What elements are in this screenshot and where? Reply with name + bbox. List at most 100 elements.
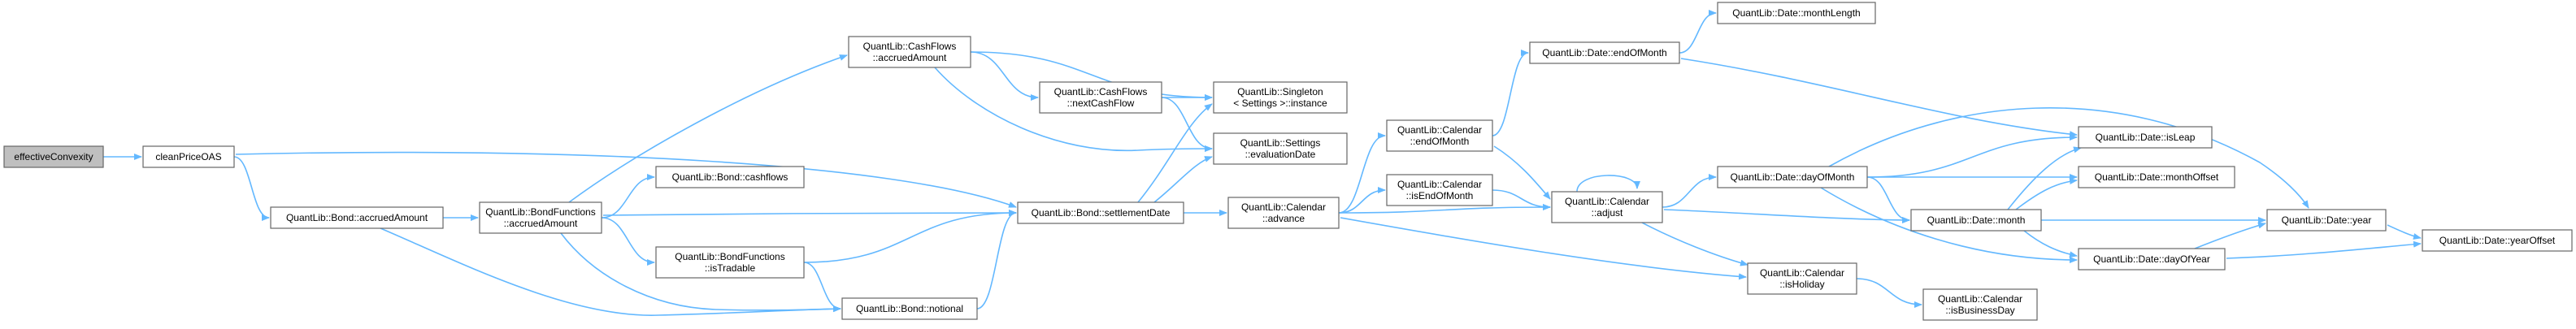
node-box[interactable] [2266, 209, 2387, 232]
edge-line [934, 67, 1213, 153]
edge-line [235, 151, 1017, 208]
node-box[interactable] [1551, 191, 1663, 223]
node-label: QuantLib::BondFunctions [485, 206, 595, 218]
edge-calendar-end-of-month-to-date-end-of-month [1492, 50, 1529, 136]
node-box[interactable] [479, 201, 602, 234]
edge-bf-is-tradable-to-bond-settlement-date [803, 210, 1017, 263]
node-box[interactable] [1039, 81, 1162, 114]
node-calendar-is-business-day[interactable]: QuantLib::Calendar::isBusinessDay [1922, 288, 2038, 321]
edge-line [1866, 134, 2078, 178]
node-date-end-of-month[interactable]: QuantLib::Date::endOfMonth [1529, 41, 1680, 64]
node-box[interactable] [1529, 41, 1680, 64]
node-box[interactable] [2078, 166, 2235, 188]
node-calendar-is-end-of-month[interactable]: QuantLib::Calendar::isEndOfMonth [1386, 174, 1493, 206]
node-date-year-offset[interactable]: QuantLib::Date::yearOffset [2422, 229, 2573, 252]
node-cf-next-cash-flow[interactable]: QuantLib::CashFlows::nextCashFlow [1039, 81, 1162, 114]
node-label: QuantLib::Date::yearOffset [2439, 235, 2556, 246]
edge-clean-price-oas-to-bond-accrued-amount [233, 156, 270, 221]
edge-line [1492, 189, 1551, 210]
edge-calendar-is-holiday-to-calendar-is-business-day [1856, 278, 1922, 308]
node-box[interactable] [3, 145, 104, 168]
node-box[interactable] [841, 297, 978, 320]
node-box[interactable] [2078, 248, 2226, 271]
node-label: ::accruedAmount [873, 52, 947, 63]
node-bond-cashflows[interactable]: QuantLib::Bond::cashflows [655, 166, 805, 188]
edge-line [233, 156, 270, 221]
edge-clean-price-oas-to-bond-settlement-date [235, 151, 1017, 208]
node-calendar-adjust[interactable]: QuantLib::Calendar::adjust [1551, 191, 1663, 223]
node-bond-settlement-date[interactable]: QuantLib::Bond::settlementDate [1017, 201, 1184, 224]
edge-date-month-to-date-day-of-year [2023, 230, 2078, 258]
edge-line [1338, 204, 1551, 214]
edge-line [1338, 132, 1386, 214]
edge-date-day-of-year-to-date-year-offset [2226, 240, 2422, 259]
edge-date-day-of-month-to-date-is-leap [1866, 134, 2078, 178]
node-box[interactable] [1017, 201, 1184, 224]
edge-date-day-of-month-to-date-day-of-year [1820, 187, 2078, 263]
node-singleton-instance[interactable]: QuantLib::Singleton< Settings >::instanc… [1213, 81, 1348, 114]
node-date-day-of-month[interactable]: QuantLib::Date::dayOfMonth [1717, 166, 1868, 188]
node-calendar-is-holiday[interactable]: QuantLib::Calendar::isHoliday [1747, 262, 1857, 295]
node-label: ::isTradable [705, 262, 756, 274]
edge-line [602, 210, 1017, 217]
edge-line [1662, 174, 1717, 208]
edge-date-day-of-month-to-date-month [1866, 176, 1910, 223]
edge-bf-accrued-amount-to-bond-notional [560, 232, 841, 313]
node-box[interactable] [1386, 119, 1493, 152]
node-box[interactable] [1717, 166, 1868, 188]
node-date-month[interactable]: QuantLib::Date::month [1910, 209, 2042, 232]
node-box[interactable] [848, 36, 971, 68]
node-cf-accrued-amount[interactable]: QuantLib::CashFlows::accruedAmount [848, 36, 971, 68]
edge-calendar-is-end-of-month-to-calendar-adjust [1492, 189, 1551, 210]
node-clean-price-oas[interactable]: cleanPriceOAS [142, 145, 235, 168]
node-label: ::evaluationDate [1245, 149, 1316, 160]
edge-calendar-advance-to-calendar-is-holiday [1340, 217, 1747, 280]
node-box[interactable] [1213, 81, 1348, 114]
edge-date-month-to-date-is-leap [2007, 146, 2082, 210]
node-box[interactable] [655, 166, 805, 188]
node-settings-evaluation-date[interactable]: QuantLib::Settings::evaluationDate [1213, 132, 1348, 165]
node-date-month-length[interactable]: QuantLib::Date::monthLength [1717, 2, 1876, 24]
node-box[interactable] [655, 246, 805, 279]
node-effective-convexity[interactable]: effectiveConvexity [3, 145, 104, 168]
node-label: QuantLib::Date::dayOfMonth [1731, 171, 1855, 183]
node-bf-is-tradable[interactable]: QuantLib::BondFunctions::isTradable [655, 246, 805, 279]
edge-calendar-adjust-to-calendar-is-holiday [1641, 222, 1748, 266]
node-calendar-end-of-month[interactable]: QuantLib::Calendar::endOfMonth [1386, 119, 1493, 152]
node-box[interactable] [142, 145, 235, 168]
node-calendar-advance[interactable]: QuantLib::Calendar::advance [1227, 197, 1340, 229]
node-label: QuantLib::Date::monthLength [1732, 7, 1860, 19]
node-label: QuantLib::Bond::notional [856, 303, 963, 314]
node-box[interactable] [1717, 2, 1876, 24]
node-bond-notional[interactable]: QuantLib::Bond::notional [841, 297, 978, 320]
node-label: < Settings >::instance [1233, 97, 1327, 109]
node-label: QuantLib::Date::dayOfYear [2093, 253, 2210, 265]
node-bond-accrued-amount[interactable]: QuantLib::Bond::accruedAmount [270, 206, 444, 229]
node-label: ::adjust [1592, 207, 1623, 219]
node-box[interactable] [2078, 126, 2213, 149]
node-box[interactable] [1922, 288, 2038, 321]
node-box[interactable] [2422, 229, 2573, 252]
node-box[interactable] [1227, 197, 1340, 229]
node-box[interactable] [1213, 132, 1348, 165]
node-box[interactable] [1910, 209, 2042, 232]
edge-line [1340, 217, 1747, 280]
edge-calendar-adjust-to-date-day-of-month [1662, 174, 1717, 208]
node-date-is-leap[interactable]: QuantLib::Date::isLeap [2078, 126, 2213, 149]
node-box[interactable] [270, 206, 444, 229]
node-date-year[interactable]: QuantLib::Date::year [2266, 209, 2387, 232]
edge-line [1576, 175, 1640, 193]
node-date-day-of-year[interactable]: QuantLib::Date::dayOfYear [2078, 248, 2226, 271]
edge-calendar-adjust-to-date-month [1663, 209, 1910, 223]
edge-line [1492, 50, 1529, 136]
node-label: cleanPriceOAS [155, 151, 221, 162]
node-label: QuantLib::Bond::settlementDate [1032, 207, 1171, 219]
node-bf-accrued-amount[interactable]: QuantLib::BondFunctions::accruedAmount [479, 201, 602, 234]
node-box[interactable] [1386, 174, 1493, 206]
node-date-month-offset[interactable]: QuantLib::Date::monthOffset [2078, 166, 2235, 188]
edge-bf-accrued-amount-to-bf-is-tradable [601, 217, 655, 266]
node-box[interactable] [1747, 262, 1857, 295]
edge-line [1820, 187, 2078, 263]
node-label: ::nextCashFlow [1067, 97, 1135, 109]
